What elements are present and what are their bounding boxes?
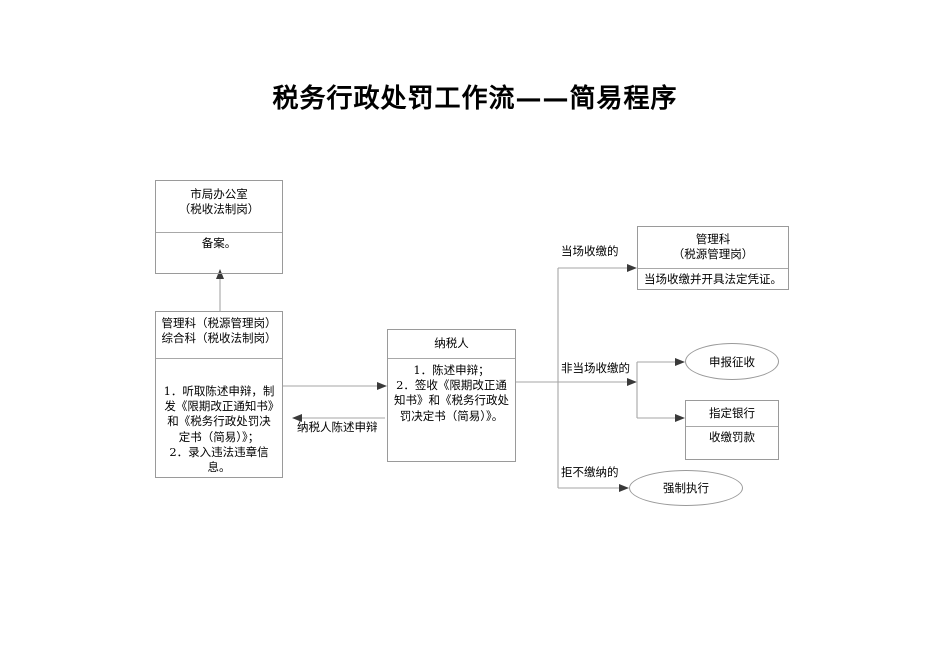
admin-and-general-body: 1．听取陈述申辩，制发《限期改正通知书》和《税务行政处罚决定书（简易）》； 2．… xyxy=(163,384,275,474)
node-enforcement[interactable]: 强制执行 xyxy=(629,470,743,506)
bureau-office-divider xyxy=(156,232,282,233)
node-onsite-collection[interactable]: 管理科 （税源管理岗） 当场收缴并开具法定凭证。 xyxy=(637,226,789,290)
enforcement-label: 强制执行 xyxy=(663,481,709,495)
declare-levy-label: 申报征收 xyxy=(709,354,755,369)
designated-bank-divider xyxy=(686,426,778,427)
page-title: 税务行政处罚工作流——简易程序 xyxy=(272,84,678,114)
taxpayer-header: 纳税人 xyxy=(434,336,469,350)
label-refuse-to-pay: 拒不缴纳的 xyxy=(561,465,619,479)
admin-and-general-divider xyxy=(156,358,282,359)
admin-and-general-header: 管理科（税源管理岗） 综合科（税收法制岗） xyxy=(161,316,277,346)
onsite-collection-header: 管理科 （税源管理岗） xyxy=(672,232,754,262)
onsite-collection-divider xyxy=(638,268,788,269)
node-designated-bank[interactable]: 指定银行 收缴罚款 xyxy=(685,400,779,460)
node-declare-levy[interactable]: 申报征收 xyxy=(685,343,779,380)
bureau-office-body: 备案。 xyxy=(201,236,237,250)
bureau-office-header: 市局办公室 （税收法制岗） xyxy=(178,187,260,217)
node-bureau-office[interactable]: 市局办公室 （税收法制岗） 备案。 xyxy=(155,180,283,274)
label-onsite: 当场收缴的 xyxy=(561,244,619,258)
taxpayer-divider xyxy=(388,358,515,359)
node-admin-and-general[interactable]: 管理科（税源管理岗） 综合科（税收法制岗） 1．听取陈述申辩，制发《限期改正通知… xyxy=(155,311,283,478)
node-taxpayer[interactable]: 纳税人 1．陈述申辩； 2．签收《限期改正通知书》和《税务行政处罚决定书（简易）… xyxy=(387,329,516,462)
onsite-collection-body: 当场收缴并开具法定凭证。 xyxy=(644,272,782,286)
designated-bank-body: 收缴罚款 xyxy=(709,430,755,444)
label-not-onsite: 非当场收缴的 xyxy=(561,361,630,375)
designated-bank-header: 指定银行 xyxy=(709,406,755,420)
taxpayer-body: 1．陈述申辩； 2．签收《限期改正通知书》和《税务行政处罚决定书（简易）》。 xyxy=(394,363,509,423)
label-taxpayer-statement: 纳税人陈述申辩 xyxy=(297,420,378,434)
